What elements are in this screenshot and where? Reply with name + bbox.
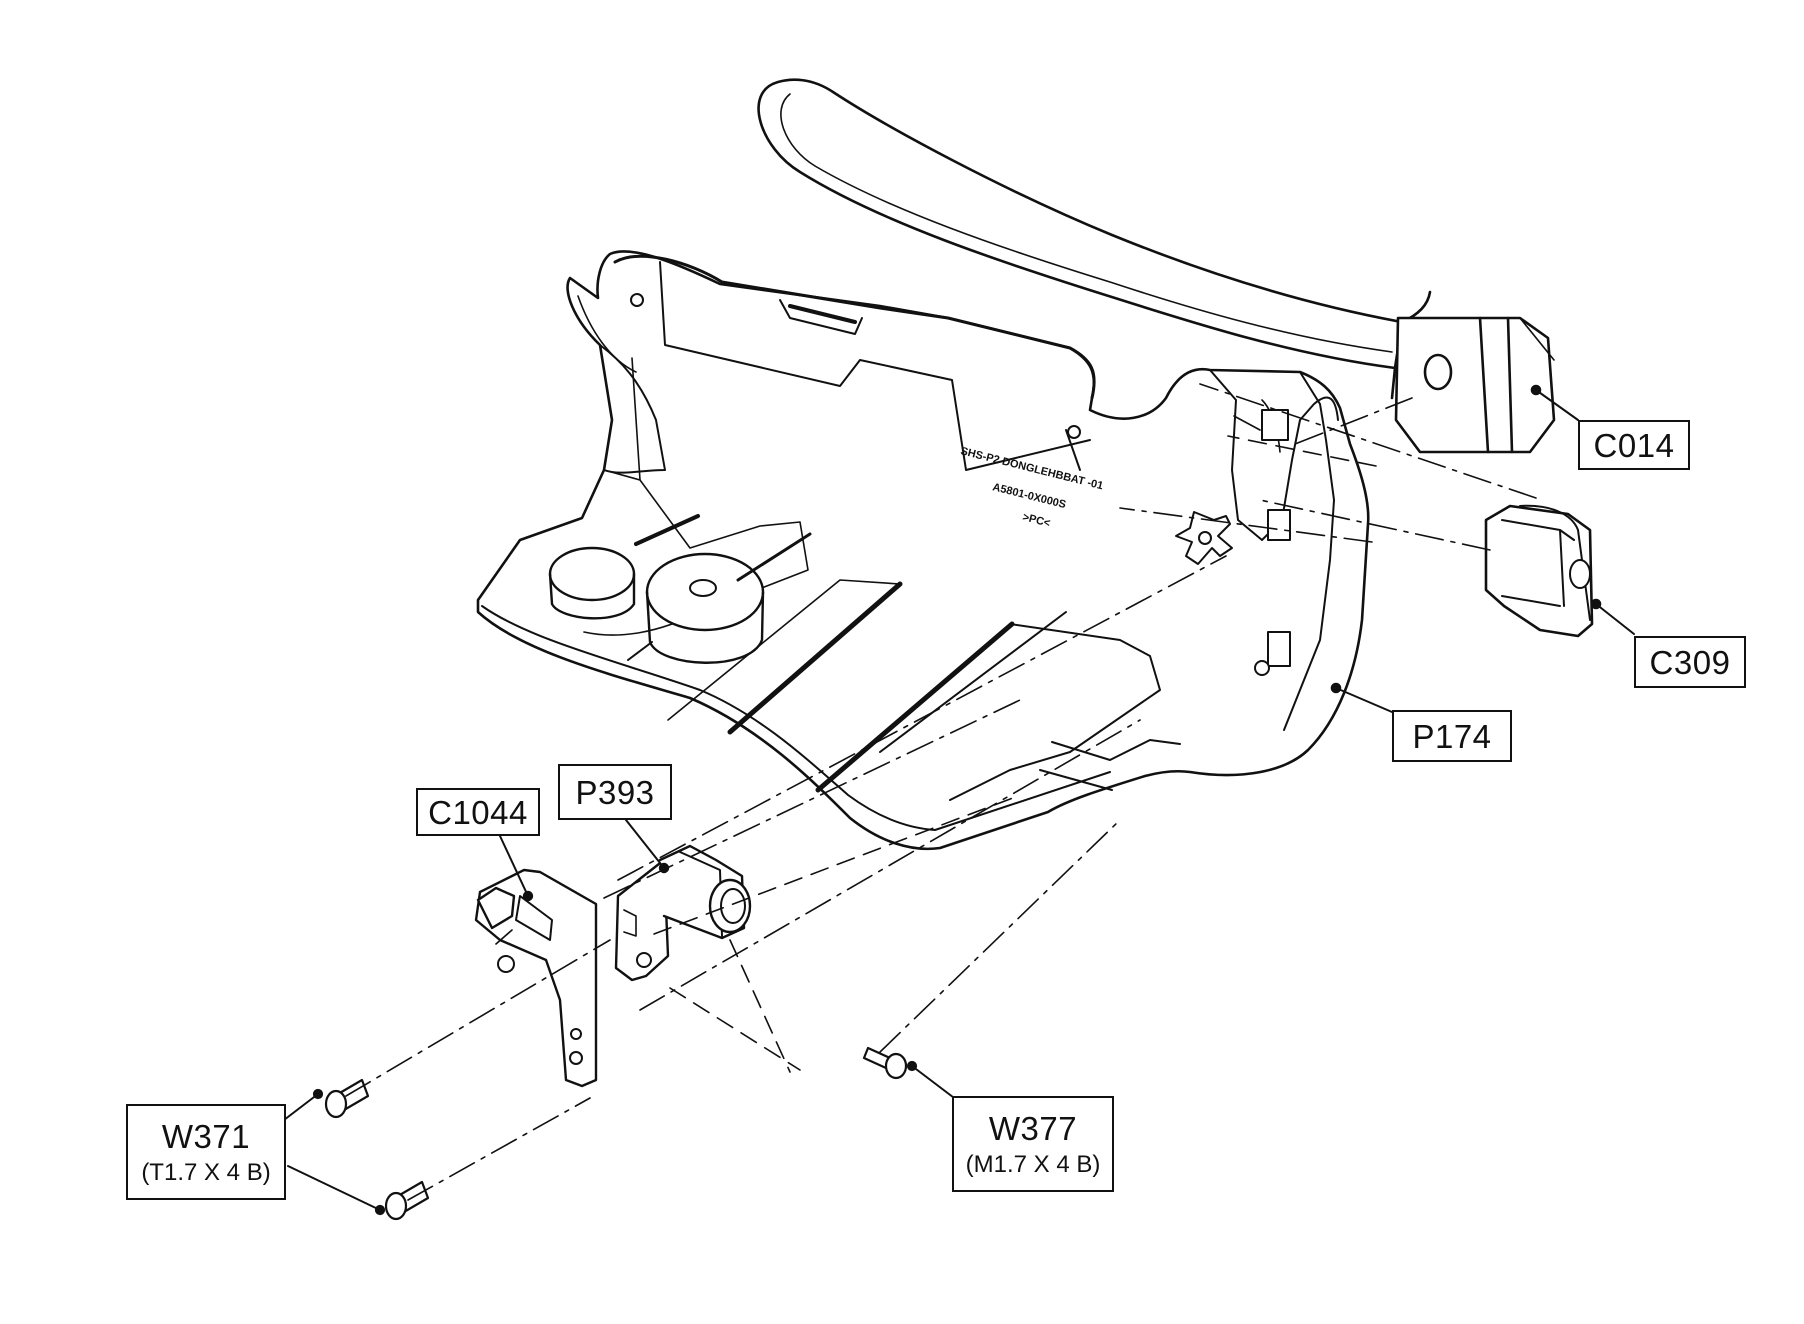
callout-spec: (T1.7 X 4 B) <box>141 1158 271 1186</box>
callout-w377: W377 (M1.7 X 4 B) <box>952 1096 1114 1192</box>
callout-w371: W371 (T1.7 X 4 B) <box>126 1104 286 1200</box>
callout-p393: P393 <box>558 764 672 820</box>
bracket-part <box>474 868 598 1088</box>
callout-c309: C309 <box>1634 636 1746 688</box>
callout-c1044: C1044 <box>416 788 540 836</box>
assembly-lines <box>345 383 1537 1201</box>
strap-part <box>757 78 1556 454</box>
callout-code: C1044 <box>428 793 528 831</box>
cover-part <box>476 250 1370 851</box>
assembly-lines-dashed <box>653 435 1377 1073</box>
callout-code: P174 <box>1412 717 1492 755</box>
callout-c014: C014 <box>1578 420 1690 470</box>
screw-w377 <box>862 1046 918 1080</box>
screw-w371-a <box>312 1078 370 1119</box>
screw-w371-b <box>374 1180 430 1221</box>
callout-code: C014 <box>1593 426 1675 464</box>
callout-spec: (M1.7 X 4 B) <box>965 1150 1101 1178</box>
callout-p174: P174 <box>1392 710 1512 762</box>
callout-code: W371 <box>161 1117 251 1155</box>
screws <box>312 1046 918 1221</box>
callout-code: W377 <box>988 1109 1078 1147</box>
callout-code: C309 <box>1649 643 1731 681</box>
clip-part <box>1484 504 1602 638</box>
callout-code: P393 <box>575 773 655 811</box>
connector-part <box>614 844 752 982</box>
